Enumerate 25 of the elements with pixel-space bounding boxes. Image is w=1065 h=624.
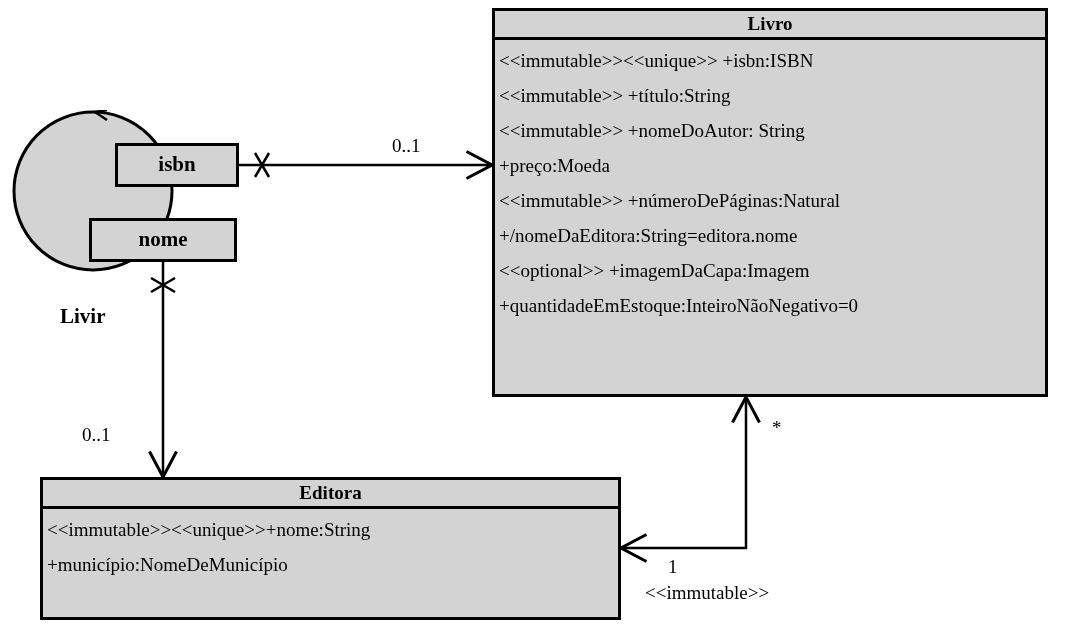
multiplicity-label: * — [772, 418, 782, 437]
class-box — [492, 8, 1048, 397]
class-box — [40, 477, 621, 620]
association-line — [619, 395, 761, 563]
attribute-text: <<immutable>><<unique>> +isbn:ISBN — [499, 49, 815, 73]
attribute-text: <<optional>> +imagemDaCapa:Imagem — [499, 259, 811, 283]
association-line — [239, 150, 494, 180]
edge-label: 0..1 — [82, 425, 111, 444]
edge-label: <<immutable>> — [645, 583, 770, 602]
attribute-text: +município:NomeDeMunicípio — [47, 553, 289, 577]
class-name: Editora — [43, 480, 618, 509]
attribute-text: +preço:Moeda — [499, 154, 611, 178]
multiplicity-label: 1 — [668, 557, 678, 576]
edge-label: 0..1 — [392, 136, 421, 155]
attribute-text: <<immutable>> +númeroDePáginas:Natural — [499, 189, 842, 213]
attribute-text: <<immutable>> +título:String — [499, 84, 732, 108]
circle-caption: Livir — [60, 306, 106, 327]
attribute-text: +quantidadeEmEstoque:InteiroNãoNegativo=0 — [499, 294, 860, 318]
attribute-text: +/nomeDaEditora:String=editora.nome — [499, 224, 799, 248]
qualifier-box: isbn — [115, 143, 239, 187]
class-name: Livro — [495, 11, 1045, 40]
attribute-text: <<immutable>> +nomeDoAutor: String — [499, 119, 806, 143]
association-line — [148, 262, 178, 479]
qualifier-box: nome — [89, 218, 237, 262]
attribute-text: <<immutable>><<unique>>+nome:String — [47, 518, 372, 542]
